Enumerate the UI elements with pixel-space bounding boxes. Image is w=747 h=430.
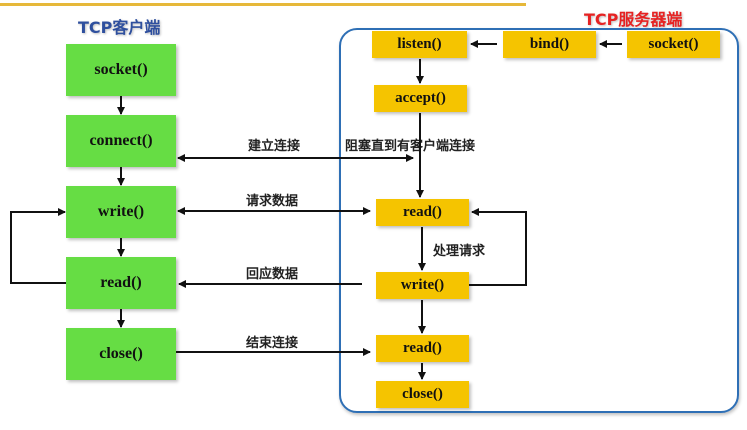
label-establish-connection: 建立连接 — [248, 139, 301, 154]
client-title: TCP客户端 — [78, 18, 161, 37]
server-title: TCP服务器端 — [584, 10, 683, 29]
arrow-client-loop — [10, 208, 66, 284]
top-rule — [0, 3, 526, 6]
client-read-box: read() — [66, 257, 176, 309]
client-write-box: write() — [66, 186, 176, 238]
client-socket-box: socket() — [66, 44, 176, 96]
client-connect-box: connect() — [66, 115, 176, 167]
arrow-server-loop — [469, 208, 527, 286]
server-frame — [339, 28, 739, 413]
server-socket-box: socket() — [627, 31, 720, 58]
server-read-final-box: read() — [376, 335, 469, 362]
server-listen-box: listen() — [372, 31, 467, 58]
label-close-connection: 结束连接 — [246, 336, 299, 351]
client-close-box: close() — [66, 328, 176, 380]
server-accept-box: accept() — [374, 85, 467, 112]
server-read-box: read() — [376, 199, 469, 226]
label-response-data: 回应数据 — [246, 267, 299, 282]
server-write-box: write() — [376, 272, 469, 299]
label-request-data: 请求数据 — [246, 194, 299, 209]
label-block-until-connect: 阻塞直到有客户端连接 — [345, 139, 476, 154]
label-process-request: 处理请求 — [433, 244, 486, 259]
server-close-box: close() — [376, 381, 469, 408]
server-bind-box: bind() — [503, 31, 596, 58]
